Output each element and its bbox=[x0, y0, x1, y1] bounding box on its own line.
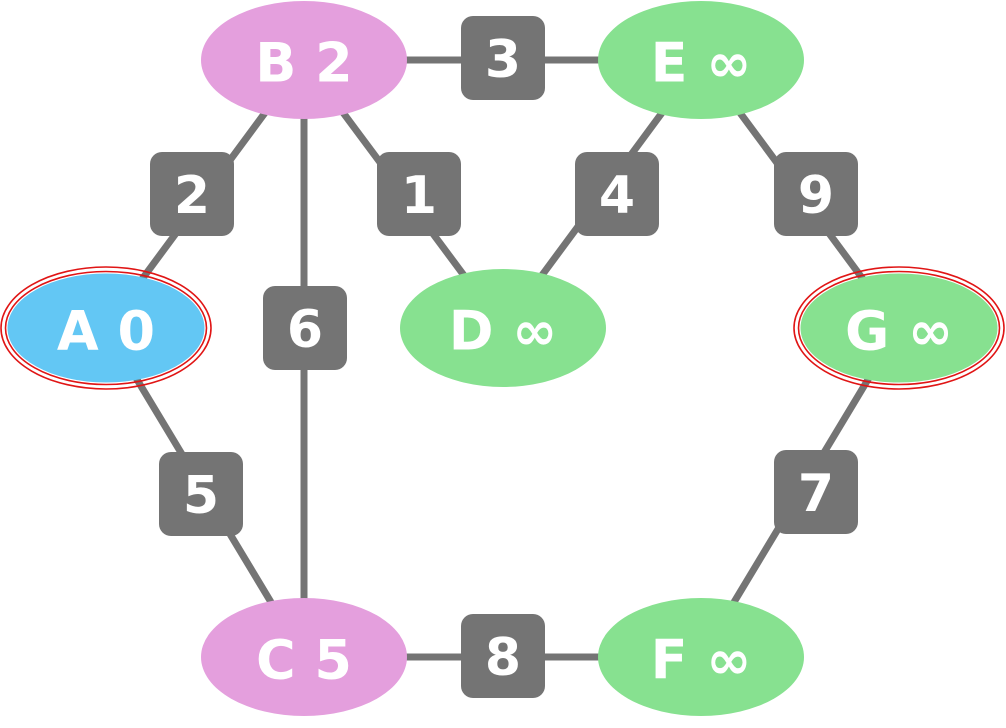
node-shape bbox=[201, 1, 407, 119]
node-shape bbox=[400, 269, 606, 387]
node-label: G ∞ bbox=[845, 300, 953, 363]
weight-box bbox=[774, 152, 858, 236]
node-shape bbox=[7, 273, 205, 383]
highlight-ring-inner bbox=[4, 270, 208, 386]
edge-weight-e-g: 9 bbox=[774, 152, 858, 236]
node-label: C 5 bbox=[256, 629, 352, 692]
weight-label: 7 bbox=[798, 464, 834, 524]
edge-weight-b-e: 3 bbox=[461, 16, 545, 100]
node-shape bbox=[598, 1, 804, 119]
edge-weight-b-d: 1 bbox=[377, 152, 461, 236]
weight-label: 2 bbox=[174, 166, 210, 226]
weight-box bbox=[377, 152, 461, 236]
weight-box bbox=[774, 450, 858, 534]
edge-weight-a-b: 2 bbox=[150, 152, 234, 236]
weight-label: 1 bbox=[401, 166, 437, 226]
weight-box bbox=[575, 152, 659, 236]
edge-weight-c-f: 8 bbox=[461, 614, 545, 698]
weight-label: 5 bbox=[183, 466, 219, 526]
weight-box bbox=[461, 614, 545, 698]
weight-box bbox=[263, 286, 347, 370]
edge-weight-f-g: 7 bbox=[774, 450, 858, 534]
edge-weight-a-c: 5 bbox=[159, 452, 243, 536]
weight-label: 8 bbox=[485, 628, 521, 688]
weight-box bbox=[150, 152, 234, 236]
node-b[interactable]: B 2 bbox=[201, 1, 407, 119]
node-label: B 2 bbox=[255, 32, 353, 95]
weight-label: 9 bbox=[798, 166, 834, 226]
weight-box bbox=[159, 452, 243, 536]
weight-label: 6 bbox=[287, 300, 323, 360]
node-label: E ∞ bbox=[651, 32, 752, 95]
node-label: F ∞ bbox=[651, 629, 752, 692]
node-d[interactable]: D ∞ bbox=[400, 269, 606, 387]
edge-weight-d-e: 4 bbox=[575, 152, 659, 236]
node-label: D ∞ bbox=[449, 300, 558, 363]
highlight-ring-outer bbox=[0, 266, 212, 390]
node-shape bbox=[598, 598, 804, 716]
weight-box bbox=[461, 16, 545, 100]
node-label: A 0 bbox=[57, 300, 155, 363]
weight-label: 4 bbox=[599, 166, 635, 226]
highlight-ring-outer bbox=[793, 266, 1005, 390]
node-a[interactable]: A 0 bbox=[0, 266, 212, 390]
node-shape bbox=[800, 273, 998, 383]
node-shape bbox=[201, 598, 407, 716]
edge-weights-layer: 2 5 6 1 3 4 9 8 7 bbox=[150, 16, 858, 698]
weight-label: 3 bbox=[485, 30, 521, 90]
node-f[interactable]: F ∞ bbox=[598, 598, 804, 716]
edge-weight-b-c: 6 bbox=[263, 286, 347, 370]
node-c[interactable]: C 5 bbox=[201, 598, 407, 716]
node-g[interactable]: G ∞ bbox=[793, 266, 1005, 390]
highlight-ring-inner bbox=[797, 270, 1001, 386]
node-e[interactable]: E ∞ bbox=[598, 1, 804, 119]
